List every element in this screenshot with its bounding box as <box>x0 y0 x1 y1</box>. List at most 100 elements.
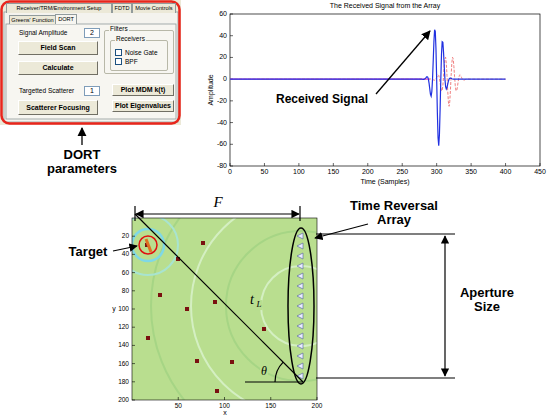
tick-label: 120 <box>118 324 129 331</box>
array-ellipse <box>288 228 314 384</box>
tick-label: 140 <box>118 342 129 349</box>
tick-label: 40 <box>219 32 227 40</box>
array-element <box>297 353 303 359</box>
scatterer <box>230 360 234 364</box>
axis-tick <box>132 400 135 401</box>
axis-tick <box>132 363 135 364</box>
tick-label: -20 <box>217 97 227 105</box>
waveform <box>230 57 506 106</box>
scatterer <box>146 336 150 340</box>
control-label: Field Scan <box>40 44 75 52</box>
text-field: 1 <box>84 86 100 96</box>
image-frame <box>132 218 317 400</box>
axis-tick <box>230 35 233 36</box>
plot-axes <box>230 14 540 166</box>
tick-label: 200 <box>362 168 374 176</box>
callout-label: Target <box>69 245 108 259</box>
tick-label: 50 <box>261 168 269 176</box>
scatterer <box>213 300 217 304</box>
tick-label: 50 <box>175 402 182 409</box>
axis-tick <box>132 345 135 346</box>
tick-label: 250 <box>396 168 408 176</box>
tab: Movie Controls <box>132 3 176 13</box>
sub-tab: Greens' Function <box>9 15 56 24</box>
annotation <box>316 377 455 378</box>
annotation <box>135 214 303 382</box>
control-label: FDTD <box>115 5 130 11</box>
array-element <box>297 293 303 299</box>
annotation <box>136 213 299 214</box>
array-element <box>297 233 303 239</box>
plot-title: The Received Signal from the Array <box>330 2 441 10</box>
axis-tick <box>505 163 506 166</box>
wavefront <box>132 218 317 400</box>
tick-label: 20 <box>122 233 129 240</box>
axis-tick <box>471 163 472 166</box>
axis-tick <box>132 381 135 382</box>
tick-label: 400 <box>500 168 512 176</box>
sub-tab-page <box>6 24 176 119</box>
axis-tick <box>436 163 437 166</box>
tick-label: 100 <box>219 402 230 409</box>
axis-label: Amplitude <box>207 74 215 105</box>
tab-page <box>4 12 178 122</box>
group-title: Receivers <box>115 36 146 43</box>
annotation <box>444 236 445 376</box>
callout-label: Received Signal <box>275 93 369 106</box>
tick-label: 160 <box>118 360 129 367</box>
axis-tick <box>333 163 334 166</box>
tab: FDTD <box>112 3 132 13</box>
target-focus <box>146 239 151 252</box>
highlight-outline <box>2 2 180 124</box>
tick-label: -60 <box>217 140 227 148</box>
control-label: Movie Controls <box>135 5 172 11</box>
tick-label: 180 <box>118 378 129 385</box>
array-element <box>297 233 303 379</box>
group-title: Filters <box>109 26 129 33</box>
tab: Receiver/TRM/Environment Setup <box>6 3 112 13</box>
tick-label: 200 <box>118 396 129 403</box>
annotation <box>113 206 455 382</box>
control-label: Greens' Function <box>11 17 53 23</box>
axis-tick <box>230 14 540 166</box>
scatterer <box>215 389 219 393</box>
gui-background <box>0 0 181 125</box>
array-element <box>297 263 303 269</box>
array-element <box>297 343 303 349</box>
tick-label: 80 <box>122 287 129 294</box>
axis-tick <box>230 14 233 15</box>
axis-tick <box>367 163 368 166</box>
field-image <box>118 156 451 419</box>
tick-label: 200 <box>312 402 323 409</box>
callout-label: Time Reversal Array <box>342 199 446 228</box>
axis-tick <box>317 397 318 400</box>
scatterer <box>158 293 162 297</box>
array-element <box>297 243 303 249</box>
array-element <box>297 373 303 379</box>
axis-tick <box>230 122 233 123</box>
annotation <box>113 246 137 251</box>
axis-tick <box>132 290 135 291</box>
array-element <box>297 313 303 319</box>
axis-tick <box>132 272 135 273</box>
scatterer <box>145 241 266 393</box>
tick-label: 300 <box>431 168 443 176</box>
tick-label: 60 <box>219 10 227 18</box>
array-element <box>297 333 303 339</box>
annotation <box>134 206 135 221</box>
axis-tick <box>540 163 541 166</box>
dimension-label: Aperture Size <box>454 286 520 315</box>
field-background <box>132 218 317 400</box>
control-label: Plot MDM k(t) <box>121 86 166 94</box>
axis-tick <box>402 163 403 166</box>
tick-label: 350 <box>465 168 477 176</box>
scatterer <box>201 241 205 245</box>
tick-label: 0 <box>228 168 232 176</box>
tick-label: -40 <box>217 119 227 127</box>
wavefront <box>151 218 317 400</box>
tick-label: 60 <box>122 269 129 276</box>
checkbox-label: BPF <box>115 57 167 66</box>
waveform <box>230 30 506 146</box>
array-element <box>297 323 303 329</box>
axis-tick <box>132 254 135 255</box>
